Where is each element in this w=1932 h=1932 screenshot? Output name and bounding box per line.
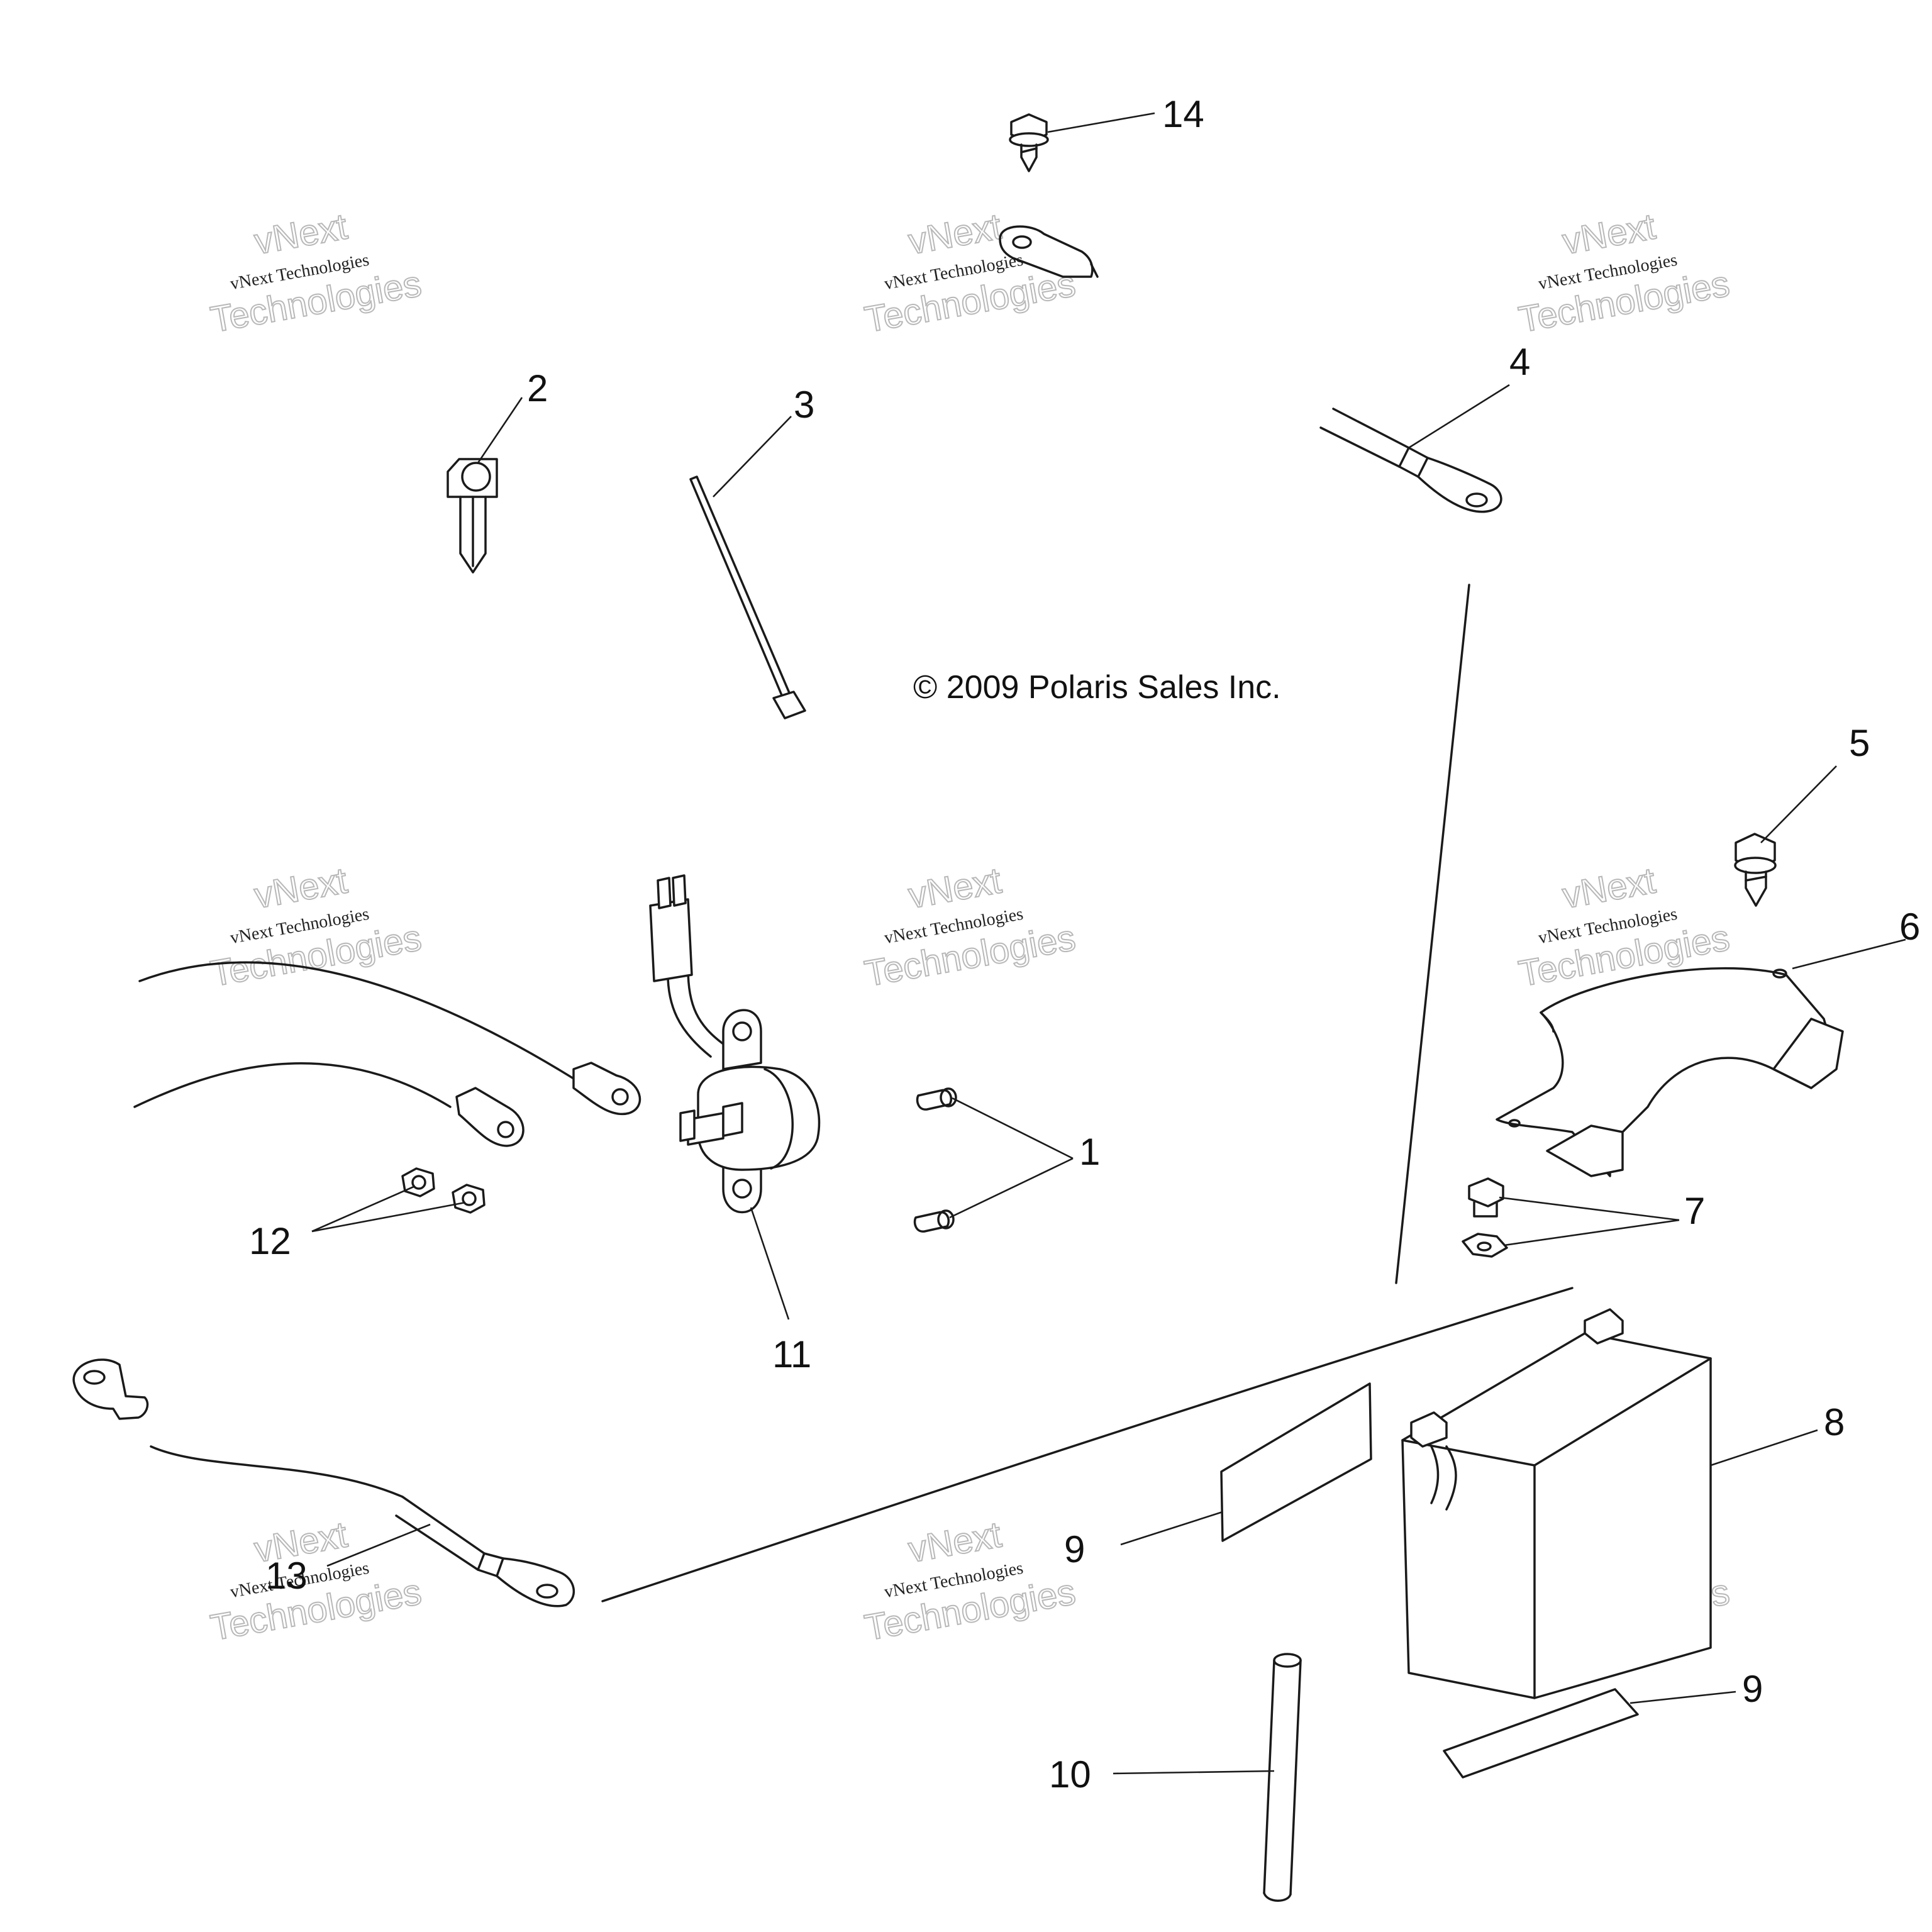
callout-9-lower: 9 — [1742, 1668, 1763, 1710]
callout-8: 8 — [1824, 1401, 1845, 1443]
leader-lines — [311, 112, 1906, 1775]
ring-terminal-top — [999, 225, 1099, 278]
copyright-notice: © 2009 Polaris Sales Inc. — [913, 669, 1281, 706]
watermark-outline-1: vNext — [252, 206, 350, 262]
part-9-label-upper — [1220, 1382, 1372, 1542]
part-4-cable — [1319, 408, 1502, 513]
part-7-bolt-and-nut — [1462, 1177, 1508, 1258]
part-8-battery — [1401, 1308, 1712, 1699]
callout-10: 10 — [1049, 1753, 1091, 1796]
watermark-outline-1: vNext — [252, 860, 350, 916]
callout-3: 3 — [794, 384, 814, 426]
part-13-ground-cable — [72, 1358, 575, 1607]
callout-9-upper: 9 — [1064, 1528, 1085, 1570]
watermark-outline-1: vNext — [906, 1514, 1004, 1570]
part-10-vent-tube — [1263, 1653, 1302, 1902]
callout-12: 12 — [249, 1220, 291, 1262]
wire-harness-left — [133, 961, 641, 1147]
watermark: vNext vNext Technologies Technologies — [861, 205, 1079, 341]
callout-7: 7 — [1684, 1190, 1705, 1232]
cable-long-vertical — [1395, 584, 1470, 1284]
callout-4: 4 — [1509, 341, 1530, 383]
cable-long-diagonal — [601, 1287, 1574, 1602]
watermark-outline-1: vNext — [1560, 206, 1658, 262]
part-1-screws — [913, 1087, 957, 1233]
watermark-outline-1: vNext — [906, 206, 1004, 262]
callout-14: 14 — [1162, 93, 1204, 135]
watermark: vNext vNext Technologies Technologies — [1515, 205, 1733, 341]
watermark: vNext vNext Technologies Technologies — [207, 205, 425, 341]
part-3-cable-tie — [689, 475, 806, 719]
watermark: vNext vNext Technologies Technologies — [861, 1513, 1079, 1649]
part-6-battery-bracket — [1496, 967, 1844, 1177]
watermark: vNext vNext Technologies Technologies — [207, 1513, 425, 1649]
callout-11: 11 — [772, 1333, 811, 1375]
callout-5: 5 — [1849, 722, 1870, 764]
watermark: vNext vNext Technologies Technologies — [207, 859, 425, 995]
watermark-outline-1: vNext — [906, 860, 1004, 916]
callout-numbers: 14 2 3 4 5 6 1 7 8 9 9 10 11 12 13 — [249, 93, 1920, 1796]
part-5-bolt — [1734, 833, 1777, 907]
watermark: vNext vNext Technologies Technologies — [861, 859, 1079, 995]
part-11-solenoid — [649, 874, 821, 1214]
callout-1: 1 — [1079, 1131, 1100, 1173]
callout-6: 6 — [1899, 906, 1920, 948]
watermark-outline-1: vNext — [1560, 860, 1658, 916]
callout-13: 13 — [265, 1555, 308, 1597]
part-14-screw — [1009, 113, 1049, 172]
part-2-clip — [447, 458, 498, 574]
part-9-label-lower — [1443, 1688, 1639, 1779]
callout-2: 2 — [527, 367, 548, 409]
